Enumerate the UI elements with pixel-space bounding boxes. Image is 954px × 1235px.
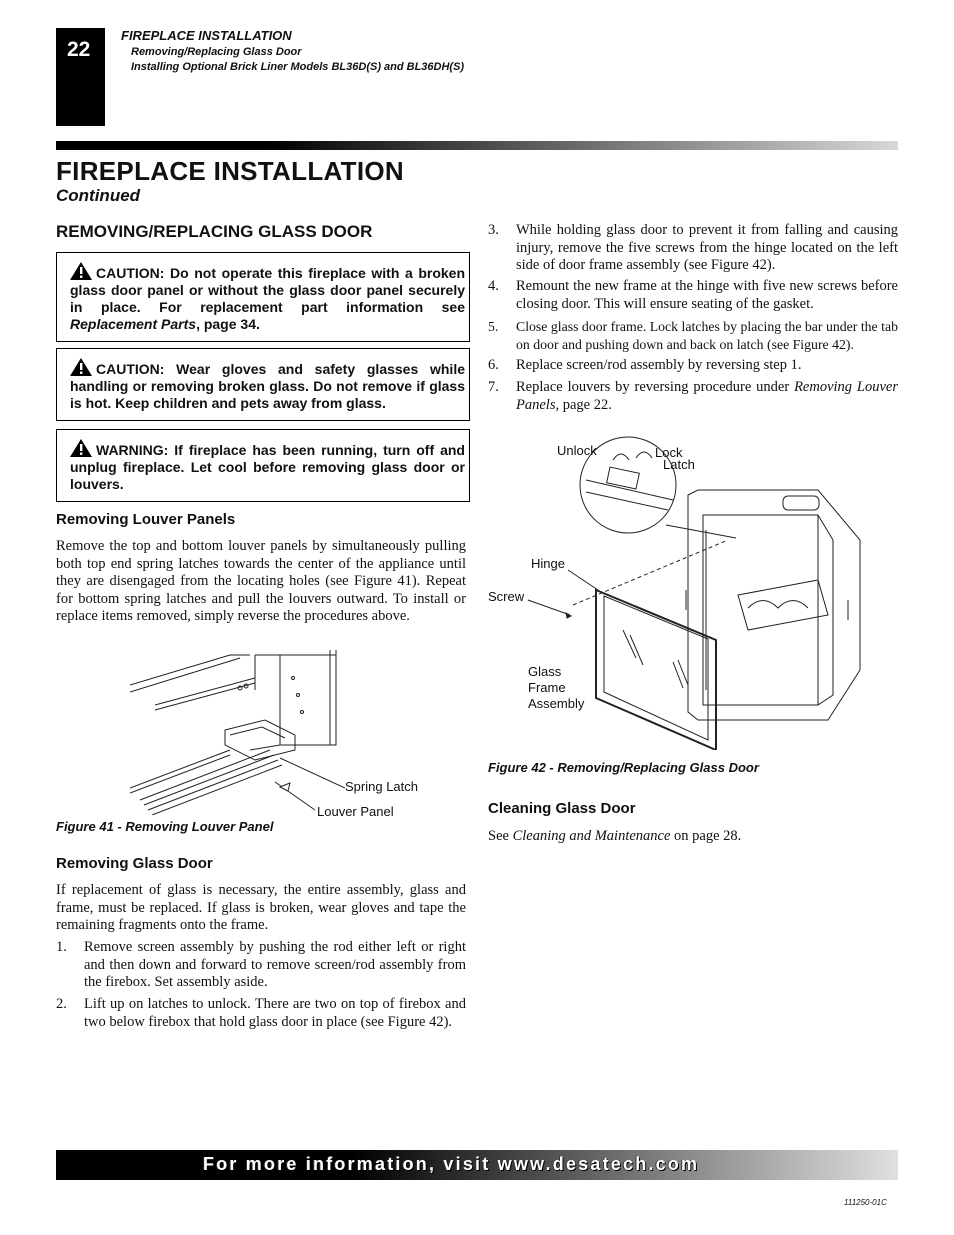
warning-triangle-icon xyxy=(70,358,92,376)
step-text: Lift up on latches to unlock. There are … xyxy=(84,996,466,1030)
step-text: Remove screen assembly by pushing the ro… xyxy=(84,939,466,990)
page-number-tab xyxy=(56,28,105,126)
step-number: 3. xyxy=(488,222,499,238)
warning-triangle-icon xyxy=(70,262,92,280)
figure-42-label-glass: Glass xyxy=(528,664,562,679)
figure-41-caption: Figure 41 - Removing Louver Panel xyxy=(56,819,274,834)
caution-2-text: CAUTION: Wear gloves and safety glasses … xyxy=(70,361,465,411)
step-number: 5. xyxy=(488,319,499,334)
figure-41-label-louver-panel: Louver Panel xyxy=(317,804,394,819)
caution-1-suffix: , page 34. xyxy=(196,316,260,332)
step-7-suffix: page 22. xyxy=(559,396,612,413)
page-number: 22 xyxy=(67,38,91,61)
step-number: 2. xyxy=(56,996,67,1012)
warning-triangle-icon xyxy=(70,439,92,457)
document-code: 111250-01C xyxy=(844,1198,887,1207)
footer-website-text: For more information, visit www.desatech… xyxy=(203,1154,700,1174)
cleaning-paragraph: See Cleaning and Maintenance on page 28. xyxy=(488,828,898,846)
figure-42-label-frame: Frame xyxy=(528,680,566,695)
step-5: 5. Close glass door frame. Lock latches … xyxy=(488,318,898,353)
figure-42-caption: Figure 42 - Removing/Replacing Glass Doo… xyxy=(488,760,759,775)
caution-box-2: CAUTION: Wear gloves and safety glasses … xyxy=(56,348,470,421)
figure-42-label-latch: Latch xyxy=(663,457,695,472)
cleaning-suffix: on page 28. xyxy=(670,828,742,844)
step-7-link: Removing Louver Panels, xyxy=(516,379,898,413)
step-3: 3. While holding glass door to prevent i… xyxy=(488,222,898,275)
figure-42-label-lock: Lock xyxy=(655,445,683,460)
warning-box: WARNING: If fireplace has been running, … xyxy=(56,429,470,502)
figure-42-label-hinge: Hinge xyxy=(531,556,565,571)
caution-1-text: CAUTION: Do not operate this fireplace w… xyxy=(70,265,465,315)
warning-text: WARNING: If fireplace has been running, … xyxy=(70,442,465,492)
step-number: 1. xyxy=(56,939,67,955)
figure-41-illustration xyxy=(130,650,345,815)
footer-bar xyxy=(56,1150,898,1180)
section-title: REMOVING/REPLACING GLASS DOOR xyxy=(56,222,373,241)
step-7: 7. Replace louvers by reversing procedur… xyxy=(488,379,898,414)
header-title: FIREPLACE INSTALLATION xyxy=(121,28,292,43)
step-2: 2. Lift up on latches to unlock. There a… xyxy=(56,996,466,1031)
step-6: 6. Replace screen/rod assembly by revers… xyxy=(488,357,898,375)
caution-1-link: Replacement Parts xyxy=(70,316,197,332)
figure-42-illustration xyxy=(527,436,861,750)
header-divider-bar xyxy=(56,141,898,150)
caution-box-1: CAUTION: Do not operate this fireplace w… xyxy=(56,252,470,342)
step-text: Remount the new frame at the hinge with … xyxy=(516,278,898,312)
step-text: While holding glass door to prevent it f… xyxy=(516,222,898,273)
step-1: 1. Remove screen assembly by pushing the… xyxy=(56,939,466,992)
page-title: FIREPLACE INSTALLATION xyxy=(56,156,404,186)
step-number: 7. xyxy=(488,379,499,395)
figure-42-label-screw: Screw xyxy=(488,589,525,604)
step-7-text: Replace louvers by reversing procedure u… xyxy=(516,379,795,395)
header-subtitle-1: Removing/Replacing Glass Door xyxy=(131,46,302,58)
cleaning-link: Cleaning and Maintenance xyxy=(512,828,671,844)
glass-door-paragraph: If replacement of glass is necessary, th… xyxy=(56,882,466,933)
glass-door-heading: Removing Glass Door xyxy=(56,855,213,872)
step-number: 6. xyxy=(488,357,499,373)
page-title-continued: Continued xyxy=(56,186,141,205)
figure-41-label-spring-latch: Spring Latch xyxy=(345,779,418,794)
figure-42-label-unlock: Unlock xyxy=(557,443,597,458)
step-text: Close glass door frame. Lock latches by … xyxy=(516,319,898,352)
cleaning-heading: Cleaning Glass Door xyxy=(488,800,636,817)
step-text: Replace screen/rod assembly by reversing… xyxy=(516,357,802,373)
cleaning-text: See xyxy=(488,828,513,844)
header-subtitle-2: Installing Optional Brick Liner Models B… xyxy=(131,61,465,73)
louver-paragraph: Remove the top and bottom louver panels … xyxy=(56,538,466,624)
figure-42-label-assembly: Assembly xyxy=(528,696,585,711)
step-4: 4. Remount the new frame at the hinge wi… xyxy=(488,278,898,313)
louver-heading: Removing Louver Panels xyxy=(56,511,236,528)
step-number: 4. xyxy=(488,278,499,294)
